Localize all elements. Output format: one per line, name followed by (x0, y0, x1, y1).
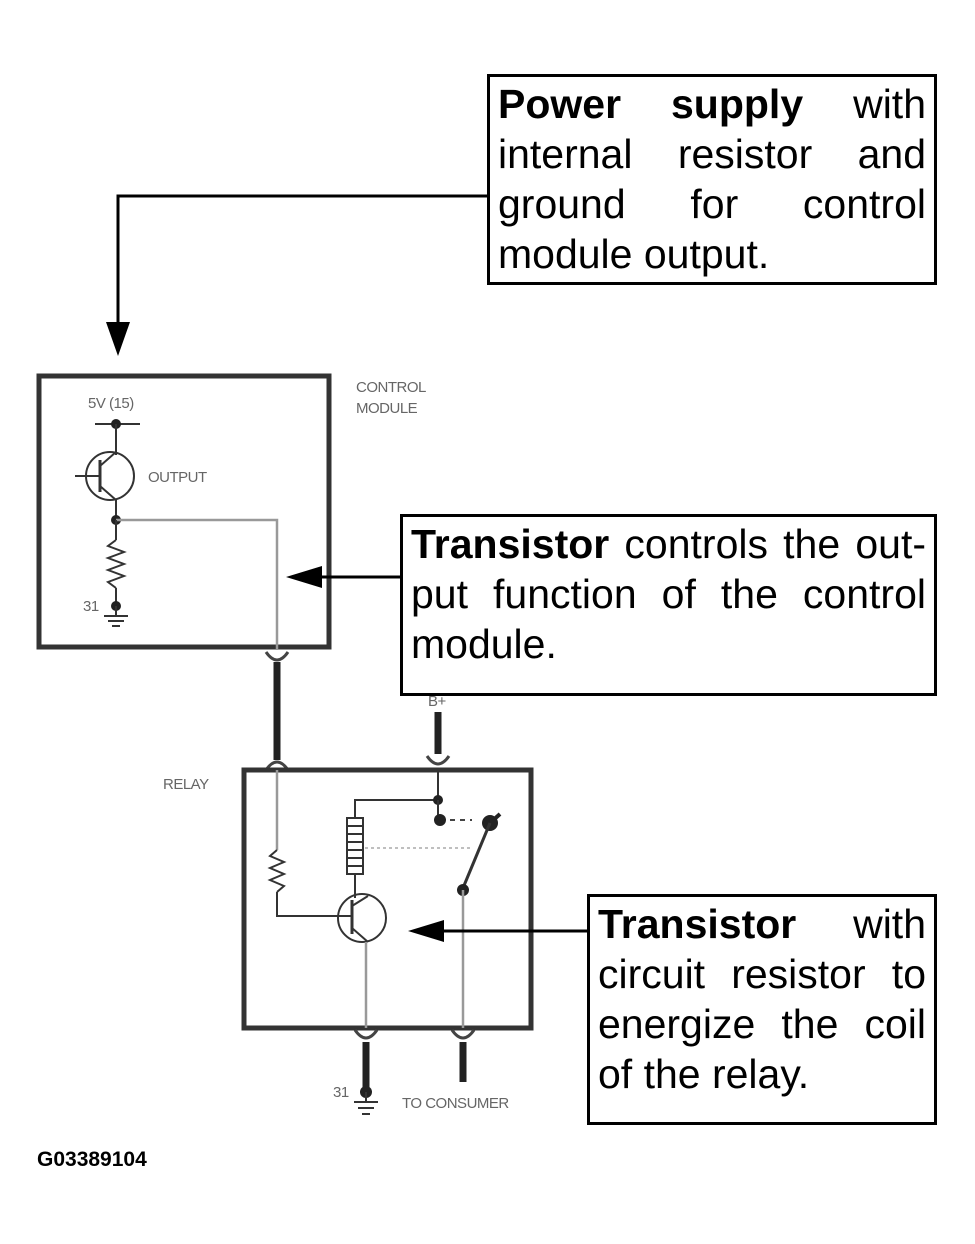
control-module-label-line2: MODULE (356, 400, 418, 417)
output-transistor-symbol (75, 451, 135, 501)
module-ground-label: 31 (83, 598, 99, 615)
relay-ground-connector (353, 1029, 379, 1098)
module-resistor-symbol (105, 520, 127, 611)
relay-ground-label: 31 (333, 1084, 349, 1101)
relay-ground-icon (354, 1092, 378, 1115)
b-plus-label: B+ (428, 693, 447, 710)
figure-id: G03389104 (37, 1148, 147, 1171)
transistor-output-callout-bold: Transistor (411, 521, 610, 567)
power-supply-arrow (106, 194, 487, 356)
relay-box (241, 767, 534, 1031)
transistor-output-arrow (286, 566, 400, 588)
transistor-output-callout-text: controls the out-put function of the con… (411, 521, 926, 667)
power-supply-callout-text: with internal resistor and ground for co… (498, 81, 926, 277)
to-consumer-label: TO CONSUMER (402, 1095, 509, 1112)
transistor-relay-callout-bold: Transistor (598, 901, 797, 947)
consumer-connector (450, 1029, 476, 1082)
control-module-box (36, 373, 332, 650)
relay-label: RELAY (163, 776, 209, 793)
relay-switch-symbol (457, 812, 502, 896)
power-supply-callout: Power supply with internal resistor and … (487, 74, 937, 285)
power-supply-callout-bold: Power supply (498, 81, 804, 127)
output-label: OUTPUT (148, 469, 207, 486)
transistor-relay-callout: Transistor with circuit resistor to ener… (587, 894, 937, 1125)
module-relay-connector (264, 651, 290, 771)
relay-coil-symbol (346, 817, 364, 875)
relay-resistor-symbol (267, 849, 287, 893)
relay-transistor-symbol (337, 893, 387, 943)
transistor-relay-arrow (408, 920, 587, 942)
five-volt-label: 5V (15) (88, 395, 134, 412)
control-module-label-line1: CONTROL (356, 379, 426, 396)
transistor-output-callout: Transistor controls the out-put function… (400, 514, 937, 696)
transistor-relay-callout-text: with circuit resistor to energize the co… (598, 901, 926, 1097)
b-plus-connector (425, 712, 451, 766)
module-ground-icon (104, 606, 128, 627)
